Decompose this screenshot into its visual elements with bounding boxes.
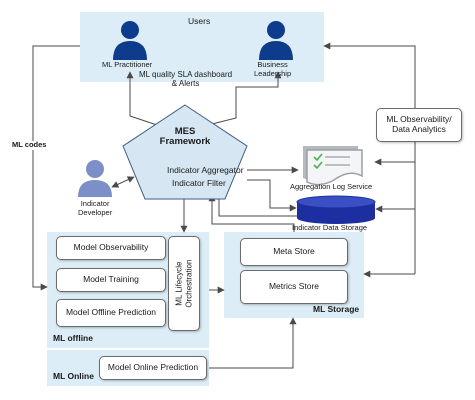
business-leadership-label: Business Leadership <box>254 60 292 78</box>
model-offline-prediction-box[interactable]: Model Offline Prediction <box>56 299 166 327</box>
meta-store-box[interactable]: Meta Store <box>240 238 348 266</box>
aggregation-log-service-label: Aggregation Log Service <box>290 182 373 191</box>
connector-lines <box>32 42 416 369</box>
indicator-aggregator-label: Indicator Aggregator <box>167 165 244 175</box>
model-online-prediction-box[interactable]: Model Online Prediction <box>99 356 207 380</box>
lifecycle-line-2: Orchestration <box>184 259 193 308</box>
developer-line-1: Indicator <box>80 199 110 208</box>
developer-line-2: Developer <box>78 207 113 217</box>
users-group-label: Users <box>188 16 211 26</box>
ml-practitioner-icon <box>113 21 147 60</box>
ml-codes-label: ML codes <box>12 140 47 150</box>
indicator-data-storage-cylinder-icon <box>296 195 376 224</box>
users-to-observability-connector <box>323 42 416 108</box>
framework-to-data-storage-connector <box>247 179 297 212</box>
ml-offline-title: ML offline <box>53 333 93 343</box>
indicator-developer-icon <box>78 160 112 197</box>
ml-storage-to-framework-connector <box>208 194 295 232</box>
dashboard-to-leadership-connector <box>211 71 282 125</box>
indicator-data-storage-label: Indicator Data Storage <box>292 223 368 232</box>
mes-framework-pentagon <box>122 104 248 200</box>
aggregation-log-document-icon <box>303 146 363 186</box>
leadership-line-2: Leadership <box>254 68 292 78</box>
indicator-filter-label: Indicator Filter <box>172 178 226 188</box>
indicator-developer-label: Indicator Developer <box>78 199 113 217</box>
model-training-box[interactable]: Model Training <box>56 268 166 292</box>
mes-framework-title: MES Framework <box>150 126 220 148</box>
business-leadership-icon <box>259 21 293 60</box>
dashboard-line-2: & Alerts <box>171 79 200 89</box>
dashboard-line-1: ML quality SLA dashboard <box>139 70 233 79</box>
observability-line-2: Data Analytics <box>392 124 446 134</box>
lifecycle-line-1: ML Lifecycle <box>174 261 184 306</box>
ml-lifecycle-orchestration-box[interactable]: ML Lifecycle Orchestration <box>168 236 200 331</box>
ml-storage-title: ML Storage <box>313 304 360 314</box>
mes-title-line-1: MES <box>174 126 196 137</box>
dashboard-to-practitioner-connector <box>126 71 161 127</box>
sla-dashboard-label: ML quality SLA dashboard & Alerts <box>139 70 232 88</box>
observability-line-1: ML Observability/ <box>386 114 452 125</box>
metrics-store-box[interactable]: Metrics Store <box>240 270 348 304</box>
developer-framework-connector <box>111 176 135 188</box>
ml-online-to-storage-connector <box>209 317 297 369</box>
leadership-line-1: Business <box>257 60 288 69</box>
ml-codes-connector <box>32 45 80 291</box>
ml-observability-analytics-box[interactable]: ML Observability/ Data Analytics <box>376 108 462 142</box>
model-observability-box[interactable]: Model Observability <box>56 236 166 260</box>
mes-title-line-2: Framework <box>159 136 211 148</box>
data-storage-to-framework-connector <box>215 191 304 217</box>
ml-practitioner-label: ML Practitioner <box>102 60 153 69</box>
ml-online-title: ML Online <box>53 371 94 381</box>
